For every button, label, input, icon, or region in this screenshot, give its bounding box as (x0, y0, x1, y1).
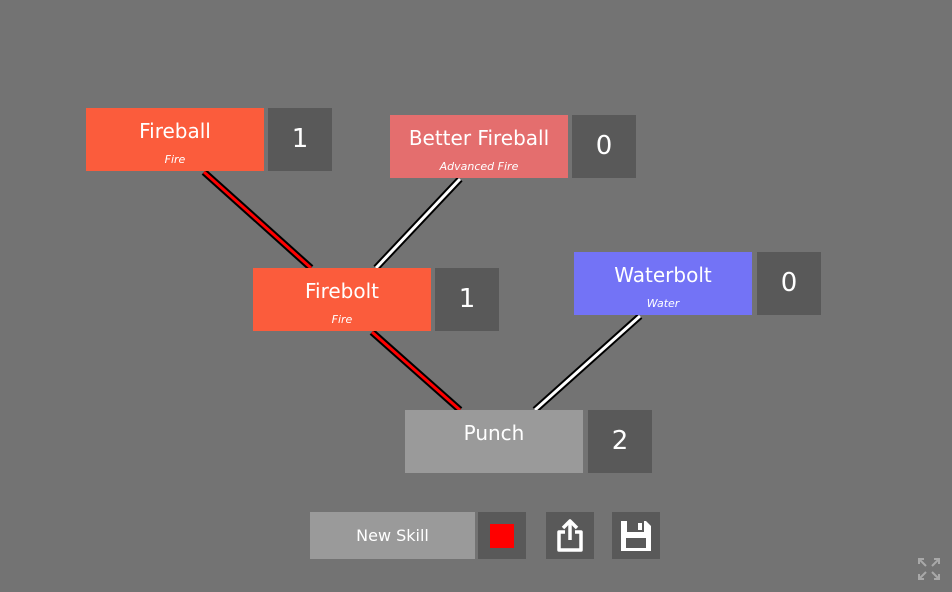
skill-level-fireball[interactable]: 1 (268, 108, 332, 171)
link-better-fireball-firebolt (373, 176, 463, 271)
skill-level-punch[interactable]: 2 (588, 410, 652, 473)
floppy-disk-icon (621, 520, 651, 551)
skill-name: Fireball (139, 119, 211, 143)
skill-level-firebolt[interactable]: 1 (435, 268, 499, 331)
skill-name: Waterbolt (614, 263, 712, 287)
skill-name: Better Fireball (408, 126, 550, 150)
skill-punch[interactable]: Punch (405, 410, 583, 473)
export-button[interactable] (546, 512, 594, 559)
share-icon (557, 518, 583, 552)
fullscreen-icon[interactable] (916, 556, 942, 582)
color-swatch-icon (490, 523, 514, 548)
skill-fireball[interactable]: Fireball Fire (86, 108, 264, 171)
color-picker-button[interactable] (478, 512, 526, 559)
save-button[interactable] (612, 512, 660, 559)
new-skill-button[interactable]: New Skill (310, 512, 475, 559)
skill-category: Fire (331, 313, 353, 326)
skill-waterbolt[interactable]: Waterbolt Water (574, 252, 752, 315)
skill-name: Punch (463, 421, 525, 445)
link-fireball-firebolt (201, 169, 314, 271)
link-firebolt-punch (369, 329, 463, 413)
skill-better-fireball[interactable]: Better Fireball Advanced Fire (390, 115, 568, 178)
skill-name: Firebolt (304, 279, 380, 303)
link-waterbolt-punch (532, 313, 643, 413)
skill-category: Fire (164, 153, 186, 166)
skill-level-better-fireball[interactable]: 0 (572, 115, 636, 178)
skill-level-waterbolt[interactable]: 0 (757, 252, 821, 315)
skill-category: Advanced Fire (439, 160, 519, 173)
skill-firebolt[interactable]: Firebolt Fire (253, 268, 431, 331)
skill-category: Water (646, 297, 680, 310)
